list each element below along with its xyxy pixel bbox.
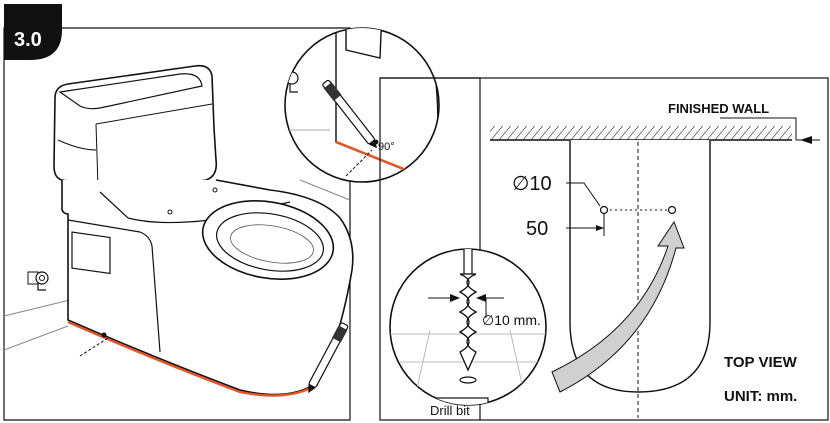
anchor-hole-right: [667, 205, 677, 215]
right-panel-frame: [379, 77, 829, 421]
detail-marker-pen-icon: [322, 79, 377, 149]
floor-line: [3, 325, 69, 351]
drilled-hole: [459, 376, 477, 384]
angle-valve-icon: [27, 271, 49, 291]
toilet-body: [61, 179, 354, 397]
angle-label: 90°: [378, 141, 395, 153]
step-number: 3.0: [14, 29, 42, 51]
side-access-panel: [71, 231, 111, 275]
drill-label-box: [411, 397, 489, 405]
drill-bit-icon: [458, 249, 478, 372]
hole-diameter-label: ∅10: [512, 173, 552, 195]
mark-guide-line: [79, 337, 109, 357]
wall-arrow-icon: [800, 136, 812, 144]
toilet-tank: [53, 64, 218, 198]
bowl-opening: [215, 212, 325, 272]
wall-label: FINISHED WALL: [668, 101, 769, 116]
wall-floor-edge-right: [299, 179, 351, 201]
drill-bit-label: Drill bit: [430, 403, 470, 418]
left-panel-frame: [3, 27, 351, 421]
top-view-title: TOP VIEW: [724, 354, 798, 371]
right-panel: FINISHED WALL ∅10 50 TOP VIEW UNIT: mm.: [379, 77, 829, 421]
wall-hatch: [490, 126, 792, 140]
toilet-top-outline: [569, 140, 711, 393]
drill-callout: ∅10 mm. Drill bit: [389, 248, 547, 418]
offset-label: 50: [526, 218, 548, 240]
curved-arrow-icon: [551, 220, 685, 393]
wall-floor-edge-left: [3, 299, 71, 317]
detail-callout: 90°: [284, 27, 440, 183]
unit-label: UNIT: mm.: [724, 388, 797, 405]
left-panel: 3.0: [3, 4, 354, 421]
bit-diameter-label: ∅10 mm.: [482, 312, 541, 328]
floor-seal-line: [67, 320, 319, 397]
anchor-hole-left: [599, 205, 609, 215]
floor-mark: [101, 332, 107, 338]
marker-pen-icon: [308, 322, 349, 394]
step-badge: [4, 4, 62, 60]
